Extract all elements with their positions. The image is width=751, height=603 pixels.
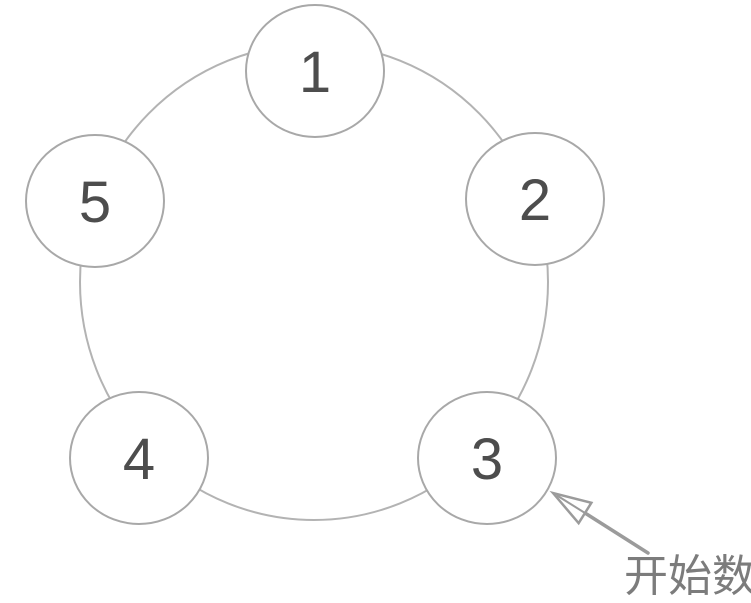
node-1: 1	[245, 4, 385, 138]
arrowhead-midline	[556, 494, 586, 514]
node-circle-2	[465, 132, 605, 266]
arrow-shaft	[583, 511, 650, 555]
node-circle-5	[25, 134, 165, 268]
start-arrow	[549, 490, 650, 555]
node-5: 5	[25, 134, 165, 268]
node-label-1: 1	[299, 40, 331, 105]
node-3: 3	[417, 391, 557, 525]
annotation-label: 开始数	[624, 552, 751, 601]
nodes-layer: 1 2 3 4 5	[25, 4, 605, 525]
node-label-5: 5	[79, 170, 111, 235]
node-circle-4	[69, 391, 209, 525]
node-circle-3	[417, 391, 557, 525]
node-4: 4	[69, 391, 209, 525]
node-label-2: 2	[519, 168, 551, 233]
node-label-3: 3	[471, 427, 503, 492]
node-label-4: 4	[123, 427, 155, 492]
node-circle-1	[245, 4, 385, 138]
node-2: 2	[465, 132, 605, 266]
